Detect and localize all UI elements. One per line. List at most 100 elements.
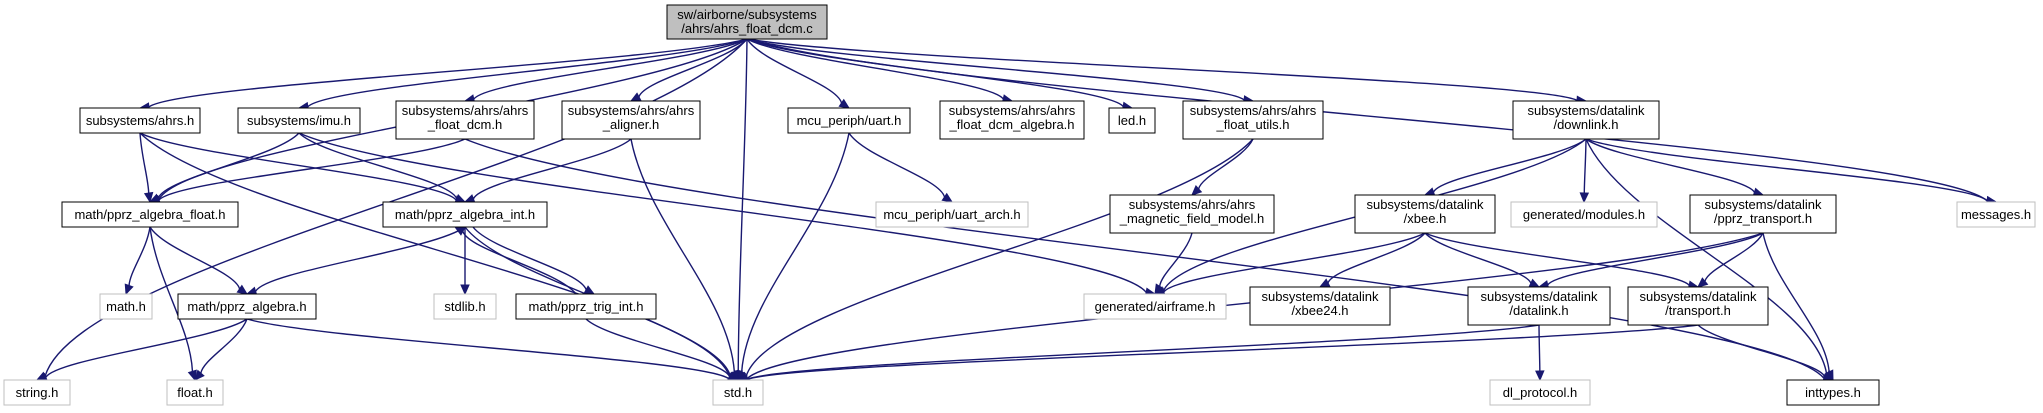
node-label-line: subsystems/datalink — [1480, 289, 1598, 304]
node-stdlib-h[interactable]: stdlib.h — [433, 293, 497, 320]
node-std-h[interactable]: std.h — [712, 379, 764, 406]
node-uart-h[interactable]: mcu_periph/uart.h — [787, 107, 911, 134]
node-downlink-h[interactable]: subsystems/datalink/downlink.h — [1512, 100, 1660, 140]
node-label: std.h — [724, 385, 752, 400]
node-dl-protocol-h[interactable]: dl_protocol.h — [1489, 379, 1591, 406]
node-pprz-algebra-h[interactable]: math/pprz_algebra.h — [177, 293, 317, 320]
node-ahrs-float-dcm-algebra-h[interactable]: subsystems/ahrs/ahrs_float_dcm_algebra.h — [939, 100, 1085, 140]
node-inttypes-h[interactable]: inttypes.h — [1786, 379, 1880, 406]
edge-imu-h-to-pprz-algebra-int-h — [298, 132, 467, 203]
edge-root-to-uart-h — [746, 38, 851, 109]
node-label: generated/modules.h — [1523, 207, 1645, 222]
edge-transport-h-to-inttypes-h — [1697, 324, 1835, 381]
node-generated-airframe-h[interactable]: generated/airframe.h — [1083, 293, 1227, 320]
node-label: subsystems/ahrs.h — [86, 113, 194, 128]
node-label-line: /datalink.h — [1509, 303, 1568, 318]
node-label-line: subsystems/datalink — [1704, 197, 1822, 212]
edge-root-to-messages-h — [746, 38, 1998, 206]
node-label: math/pprz_algebra.h — [187, 299, 306, 314]
node-label-line: _aligner.h — [602, 117, 659, 132]
edge-ahrs-float-dcm-h-to-inttypes-h — [464, 138, 1835, 384]
node-string-h[interactable]: string.h — [3, 379, 71, 406]
edge-datalink-h-to-dl-protocol-h — [1535, 324, 1545, 382]
edge-pprz-algebra-float-h-to-float-h — [149, 226, 197, 382]
edge-pprz-algebra-int-h-to-pprz-trig-int-h — [472, 226, 596, 295]
node-pprz-trig-int-h[interactable]: math/pprz_trig_int.h — [515, 293, 657, 320]
edge-pprz-algebra-h-to-string-h — [35, 318, 248, 382]
node-magnetic-field-model-h[interactable]: subsystems/ahrs/ahrs_magnetic_field_mode… — [1109, 194, 1275, 234]
edge-xbee-h-to-xbee24-h — [1318, 232, 1426, 288]
node-pprz-transport-h[interactable]: subsystems/datalink/pprz_transport.h — [1689, 194, 1837, 234]
node-label: led.h — [1118, 113, 1146, 128]
node-label: math/pprz_trig_int.h — [529, 299, 644, 314]
node-label-line: /xbee24.h — [1291, 303, 1348, 318]
node-label-line: subsystems/datalink — [1527, 103, 1645, 118]
node-led-h[interactable]: led.h — [1108, 107, 1156, 134]
node-label: dl_protocol.h — [1503, 385, 1577, 400]
node-datalink-h[interactable]: subsystems/datalink/datalink.h — [1467, 286, 1611, 326]
edge-pprz-algebra-int-h-to-pprz-algebra-h — [245, 226, 466, 296]
node-label-line: /transport.h — [1665, 303, 1731, 318]
node-label-line: _float_dcm.h — [427, 117, 502, 132]
edge-ahrs-float-utils-h-to-magnetic-field-model-h — [1191, 138, 1254, 196]
node-label: math.h — [106, 299, 146, 314]
node-label-line: /pprz_transport.h — [1714, 211, 1812, 226]
node-label: subsystems/imu.h — [247, 113, 351, 128]
edge-ahrs-h-to-pprz-algebra-float-h — [139, 132, 154, 204]
node-imu-h[interactable]: subsystems/imu.h — [237, 107, 361, 134]
node-math-h[interactable]: math.h — [99, 293, 153, 320]
node-label: stdlib.h — [444, 299, 485, 314]
node-label-line: _float_dcm_algebra.h — [948, 117, 1074, 132]
node-generated-modules-h[interactable]: generated/modules.h — [1510, 201, 1658, 228]
node-ahrs-aligner-h[interactable]: subsystems/ahrs/ahrs_aligner.h — [561, 100, 701, 140]
node-label: generated/airframe.h — [1095, 299, 1216, 314]
node-xbee24-h[interactable]: subsystems/datalink/xbee24.h — [1249, 286, 1391, 326]
node-ahrs-h[interactable]: subsystems/ahrs.h — [79, 107, 201, 134]
edge-pprz-transport-h-to-inttypes-h — [1762, 232, 1834, 382]
edge-root-to-ahrs-float-utils-h — [746, 38, 1255, 105]
edge-ahrs-float-utils-h-to-std-h — [736, 138, 1254, 381]
edge-pprz-algebra-h-to-float-h — [194, 318, 248, 381]
node-label-line: subsystems/datalink — [1366, 197, 1484, 212]
node-label-line: sw/airborne/subsystems — [677, 7, 817, 22]
edge-root-to-downlink-h — [746, 38, 1588, 106]
node-transport-h[interactable]: subsystems/datalink/transport.h — [1627, 286, 1769, 326]
edge-pprz-algebra-float-h-to-math-h — [124, 226, 151, 296]
edge-pprz-transport-h-to-transport-h — [1697, 232, 1764, 288]
node-label: math/pprz_algebra_float.h — [74, 207, 225, 222]
edge-downlink-h-to-generated-modules-h — [1579, 138, 1590, 204]
node-label: messages.h — [1961, 207, 2031, 222]
node-label-line: subsystems/datalink — [1261, 289, 1379, 304]
node-float-h[interactable]: float.h — [166, 379, 224, 406]
node-ahrs-float-utils-h[interactable]: subsystems/ahrs/ahrs_float_utils.h — [1182, 100, 1324, 140]
edge-uart-h-to-uart-arch-h — [848, 132, 954, 203]
node-label: math/pprz_algebra_int.h — [395, 207, 535, 222]
edge-downlink-h-to-xbee-h — [1423, 138, 1587, 197]
nodes: sw/airborne/subsystems/ahrs/ahrs_float_d… — [3, 4, 2036, 406]
node-xbee-h[interactable]: subsystems/datalink/xbee.h — [1354, 194, 1496, 234]
node-pprz-algebra-float-h[interactable]: math/pprz_algebra_float.h — [61, 201, 239, 228]
edge-transport-h-to-std-h — [736, 324, 1699, 385]
node-label-line: subsystems/ahrs/ahrs — [402, 103, 529, 118]
node-label-line: subsystems/datalink — [1639, 289, 1757, 304]
edge-pprz-algebra-float-h-to-pprz-algebra-h — [149, 226, 249, 295]
node-label-line: /ahrs/ahrs_float_dcm.c — [681, 21, 813, 36]
node-ahrs-float-dcm-h[interactable]: subsystems/ahrs/ahrs_float_dcm.h — [395, 100, 535, 140]
edge-xbee-h-to-generated-airframe-h — [1153, 232, 1426, 297]
node-label-line: subsystems/ahrs/ahrs — [949, 103, 1076, 118]
node-label-line: subsystems/ahrs/ahrs — [1129, 197, 1256, 212]
node-label-line: subsystems/ahrs/ahrs — [568, 103, 695, 118]
edge-pprz-algebra-int-h-to-stdlib-h — [460, 227, 470, 296]
edge-root-to-std-h — [733, 38, 748, 382]
node-root[interactable]: sw/airborne/subsystems/ahrs/ahrs_float_d… — [666, 4, 828, 40]
edge-pprz-algebra-h-to-std-h — [246, 318, 740, 384]
node-pprz-algebra-int-h[interactable]: math/pprz_algebra_int.h — [382, 201, 548, 228]
node-label: float.h — [177, 385, 212, 400]
edge-xbee-h-to-transport-h — [1424, 232, 1700, 290]
edge-xbee-h-to-datalink-h — [1424, 232, 1541, 288]
node-messages-h[interactable]: messages.h — [1956, 201, 2036, 228]
node-label: string.h — [16, 385, 59, 400]
edge-downlink-h-to-pprz-transport-h — [1585, 138, 1765, 197]
node-uart-arch-h[interactable]: mcu_periph/uart_arch.h — [875, 201, 1029, 228]
